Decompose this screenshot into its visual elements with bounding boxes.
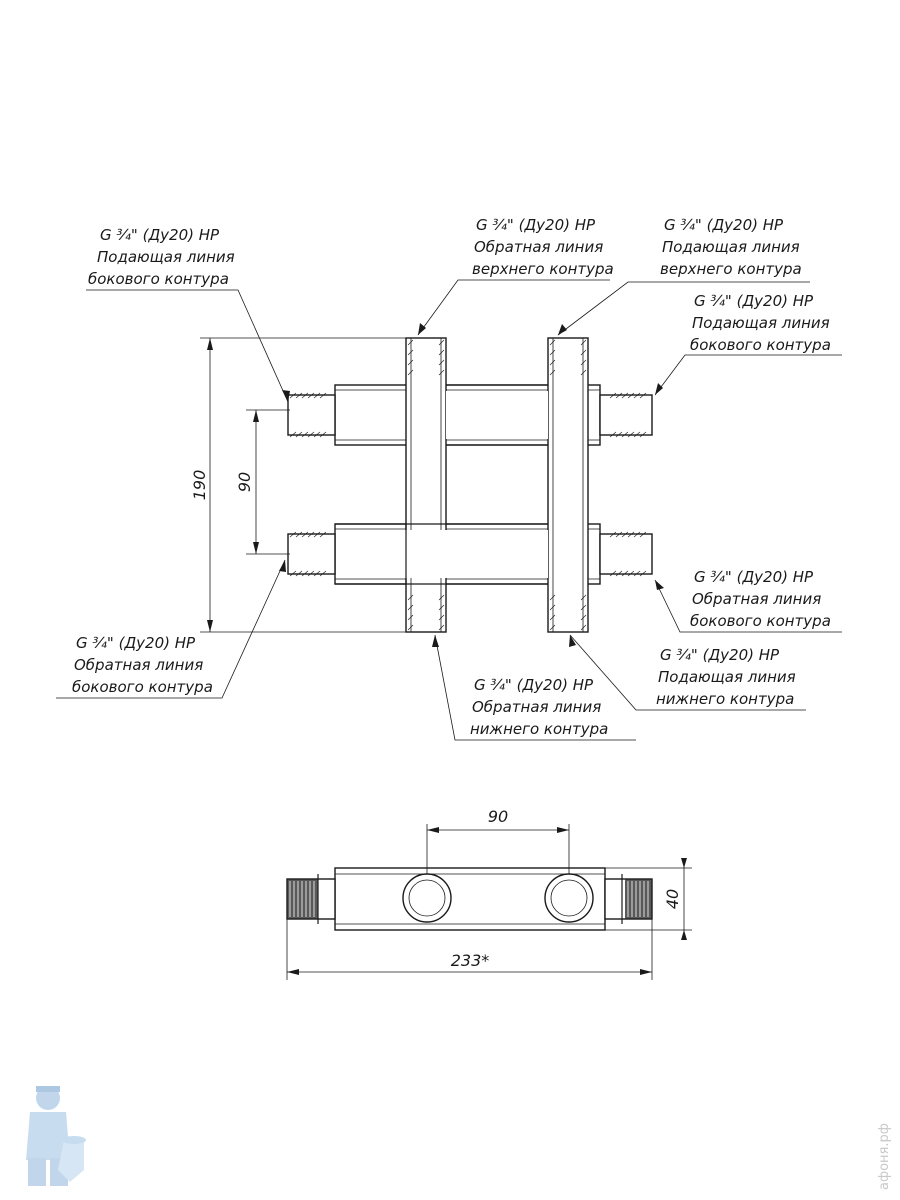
callout-line: Обратная линия	[474, 238, 603, 256]
nipple-lower-left	[287, 533, 336, 575]
callout-side-supply-right: G ¾" (Ду20) НР Подающая линия бокового к…	[690, 292, 831, 354]
callout-line: G ¾" (Ду20) НР	[664, 216, 784, 234]
dimension-bottom-spacing: 90	[426, 807, 570, 874]
watermark-site: афоня.рф	[877, 1123, 892, 1190]
callout-line: бокового контура	[88, 270, 229, 288]
left-vertical-tube	[405, 337, 447, 633]
callout-line: G ¾" (Ду20) НР	[660, 646, 780, 664]
callout-lower-supply: G ¾" (Ду20) НР Подающая линия нижнего ко…	[656, 646, 796, 708]
top-view-port-right	[544, 873, 594, 923]
dimension-bottom-length: 233*	[286, 919, 653, 980]
callout-line: Подающая линия	[662, 238, 800, 256]
nipple-upper-right	[599, 394, 653, 436]
callout-upper-supply: G ¾" (Ду20) НР Подающая линия верхнего к…	[660, 216, 802, 278]
callout-line: G ¾" (Ду20) НР	[100, 226, 220, 244]
dimension-bottom-length-label: 233*	[451, 951, 490, 970]
callout-line: верхнего контура	[472, 260, 614, 278]
callout-line: G ¾" (Ду20) НР	[76, 634, 196, 652]
callout-line: нижнего контура	[470, 720, 608, 738]
dimension-bottom-depth: 40	[605, 858, 692, 940]
callout-line: G ¾" (Ду20) НР	[476, 216, 596, 234]
top-view: 90 40 233*	[286, 807, 692, 980]
callout-line: Подающая линия	[658, 668, 796, 686]
callout-line: Обратная линия	[472, 698, 601, 716]
dimension-height-total-label: 190	[190, 470, 209, 501]
callout-line: Обратная линия	[692, 590, 821, 608]
nipple-upper-left	[287, 394, 336, 436]
dimension-height-between-label: 90	[235, 472, 254, 492]
dimension-bottom-spacing-label: 90	[488, 807, 508, 826]
nipple-lower-right	[599, 533, 653, 575]
top-view-port-left	[402, 873, 452, 923]
callout-side-return-right: G ¾" (Ду20) НР Обратная линия бокового к…	[690, 568, 831, 630]
callout-side-return-left: G ¾" (Ду20) НР Обратная линия бокового к…	[72, 634, 213, 696]
callout-line: нижнего контура	[656, 690, 794, 708]
callout-line: Подающая линия	[97, 248, 235, 266]
callout-lower-return: G ¾" (Ду20) НР Обратная линия нижнего ко…	[470, 676, 608, 738]
front-view: 190 90	[56, 216, 842, 741]
callout-line: Подающая линия	[692, 314, 830, 332]
dimension-height-between: 90	[235, 409, 290, 555]
callout-line: бокового контура	[690, 336, 831, 354]
callout-line: Обратная линия	[74, 656, 203, 674]
callout-line: G ¾" (Ду20) НР	[474, 676, 594, 694]
plumber-mascot-icon	[26, 1086, 86, 1186]
right-vertical-tube	[547, 337, 589, 633]
callout-line: бокового контура	[72, 678, 213, 696]
callout-upper-return: G ¾" (Ду20) НР Обратная линия верхнего к…	[472, 216, 614, 278]
callout-line: G ¾" (Ду20) НР	[694, 292, 814, 310]
callout-side-supply-left: G ¾" (Ду20) НР Подающая линия бокового к…	[88, 226, 235, 288]
callout-line: верхнего контура	[660, 260, 802, 278]
dimension-bottom-depth-label: 40	[663, 889, 682, 909]
dimension-height-total: 190	[190, 337, 406, 633]
callout-line: G ¾" (Ду20) НР	[694, 568, 814, 586]
callout-line: бокового контура	[690, 612, 831, 630]
